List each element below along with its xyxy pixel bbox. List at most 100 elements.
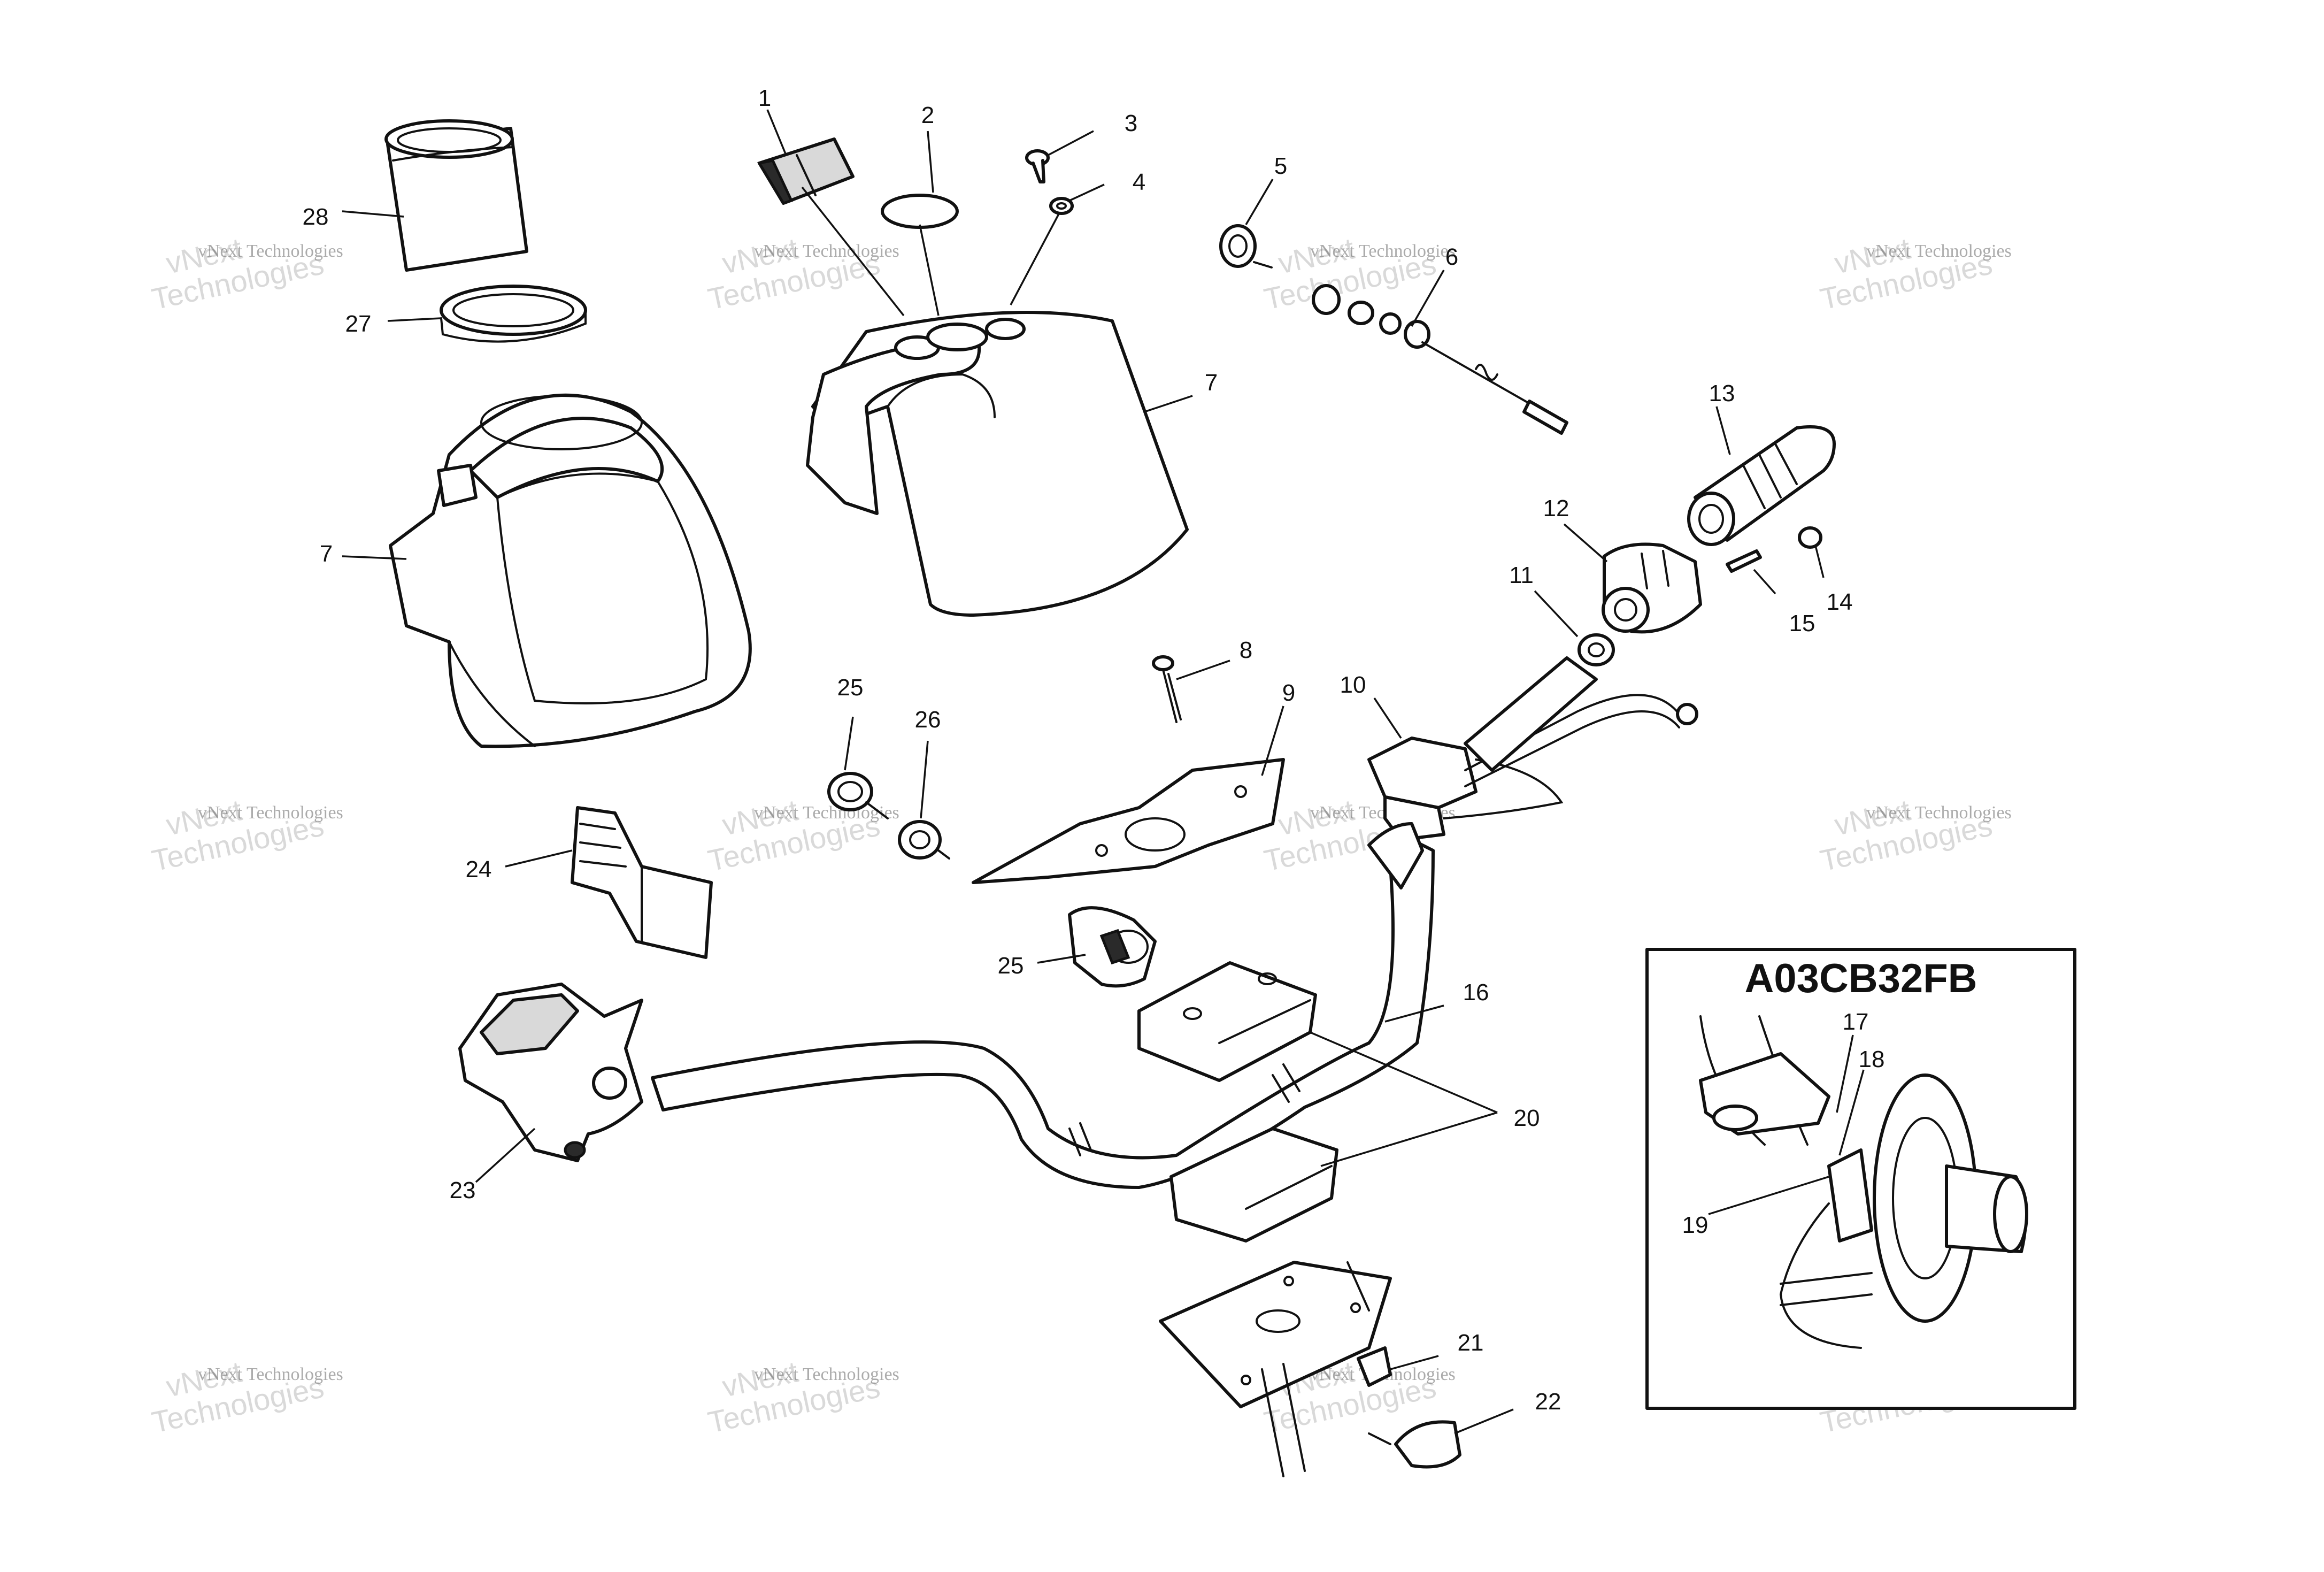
part-25-ignition-body (1068, 906, 1157, 988)
callout-23: 23 (450, 1177, 476, 1203)
leader-11 (1534, 590, 1579, 638)
callout-16: 16 (1463, 979, 1489, 1006)
callout-11: 11 (1509, 562, 1534, 588)
callout-24: 24 (466, 856, 492, 883)
part-2-lens (881, 194, 959, 229)
leader-10 (1373, 697, 1402, 739)
leader-2 (919, 131, 940, 316)
callout-13: 13 (1709, 380, 1735, 407)
part-3-screw (1025, 149, 1050, 183)
leader-12 (1563, 523, 1608, 563)
part-1-connector (757, 137, 855, 205)
leader-14 (1814, 545, 1825, 578)
callout-3: 3 (1125, 110, 1137, 136)
watermark: vNext Technologies (149, 1354, 327, 1439)
leader-15 (1753, 569, 1776, 595)
callout-1: 1 (758, 85, 771, 111)
part-6-drive-cable (1312, 284, 1568, 435)
leader-6 (1411, 270, 1445, 327)
callout-4: 4 (1133, 169, 1145, 195)
watermark: vNext Technologies (705, 231, 883, 316)
part-22-clip (1368, 1420, 1461, 1469)
leader-25b (1037, 954, 1086, 964)
callout-10: 10 (1340, 672, 1366, 698)
leader-18 (1838, 1069, 1865, 1156)
watermark-text: vNext Technologies (198, 241, 343, 261)
callout-6: 6 (1445, 244, 1458, 270)
part-10-master-cylinder (1367, 656, 1698, 841)
callout-7-left: 7 (320, 541, 333, 567)
callout-19: 19 (1682, 1212, 1709, 1238)
leader-25a (844, 716, 854, 771)
leader-27 (387, 317, 442, 322)
callouts: 1 2 3 4 5 6 7 7 8 9 10 11 12 13 14 15 16… (303, 85, 1885, 1415)
part-23-throttle-housing (458, 983, 643, 1162)
watermark-text: vNext Technologies (754, 1364, 899, 1384)
inset-title: A03CB32FB (1744, 956, 1977, 1001)
part-7-headlight-pod-left (389, 393, 752, 748)
watermark: vNext Technologies (705, 1354, 883, 1439)
part-27-ring (440, 285, 587, 343)
callout-25-upper: 25 (837, 674, 864, 701)
callout-28: 28 (303, 204, 329, 230)
part-26-nut (898, 820, 950, 860)
part-7-nacelle-cover (806, 311, 1189, 617)
watermark-text: vNext Technologies (198, 1364, 343, 1384)
callout-15: 15 (1789, 610, 1815, 637)
watermark-text: vNext Technologies (198, 803, 343, 823)
watermark: vNext Technologies (149, 793, 327, 877)
leader-21 (1390, 1355, 1439, 1370)
part-16-handlebar (651, 822, 1435, 1189)
callout-25-lower: 25 (998, 953, 1024, 979)
part-14-nut (1798, 526, 1822, 549)
watermark-text: vNext Technologies (754, 241, 899, 261)
callout-5: 5 (1274, 153, 1287, 179)
watermark: vNext Technologies (1817, 793, 1995, 877)
part-28-sleeve (384, 119, 528, 272)
callout-27: 27 (345, 311, 372, 337)
part-20-clamp-upper (1137, 961, 1317, 1082)
watermark-text: vNext Technologies (1866, 241, 2012, 261)
part-11-collar (1577, 633, 1615, 666)
callout-8: 8 (1240, 637, 1252, 663)
callout-20: 20 (1514, 1105, 1540, 1131)
inset-brake-assembly (1699, 1015, 2028, 1349)
leader-22 (1454, 1408, 1514, 1435)
callout-14: 14 (1827, 589, 1853, 615)
leader-17 (1836, 1034, 1854, 1113)
leader-28 (342, 210, 404, 218)
part-9-mounting-plate (972, 758, 1285, 884)
callout-9: 9 (1282, 680, 1295, 706)
leader-4 (1010, 183, 1105, 305)
callout-12: 12 (1543, 495, 1569, 522)
watermark: vNext Technologies (1261, 231, 1439, 316)
part-15-bolt (1726, 549, 1762, 573)
watermark-text: vNext Technologies (754, 803, 899, 823)
part-21-bracket (1159, 1261, 1392, 1477)
leader-lines (342, 109, 1865, 1435)
part-5-gear (1219, 224, 1273, 269)
part-25-key-switch (827, 772, 889, 819)
callout-2: 2 (921, 102, 934, 128)
part-20-clamp-lower (1169, 1127, 1338, 1243)
leader-1 (766, 109, 905, 317)
leader-26 (920, 740, 929, 819)
part-12-switch-housing (1602, 542, 1702, 634)
leader-7b (1144, 395, 1193, 413)
leader-16 (1384, 1004, 1444, 1023)
leader-8 (1176, 660, 1230, 680)
watermark: vNext Technologies (1817, 231, 1995, 316)
part-13-grip (1687, 425, 1836, 546)
callout-7-right: 7 (1205, 370, 1218, 396)
callout-17: 17 (1843, 1009, 1869, 1035)
part-8-bolt (1152, 655, 1182, 723)
leader-24 (505, 849, 573, 868)
part-24-decal-sheet (571, 806, 713, 959)
callout-21: 21 (1458, 1330, 1484, 1356)
leader-23 (475, 1128, 536, 1183)
leader-9 (1261, 706, 1284, 776)
leader-3 (1048, 130, 1094, 156)
callout-22: 22 (1535, 1389, 1561, 1415)
leader-7a (342, 555, 407, 560)
